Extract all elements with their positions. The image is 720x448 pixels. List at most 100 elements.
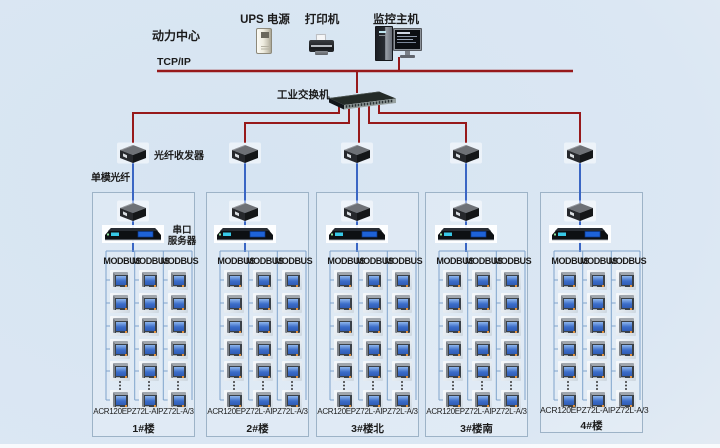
power-meter-icon [391, 293, 412, 313]
ups-label: UPS 电源 [240, 14, 290, 26]
printer-label: 打印机 [304, 14, 340, 26]
power-meter-icon [363, 270, 383, 290]
fiber-transceiver-icon [116, 200, 150, 227]
power-meter-icon [500, 390, 521, 410]
serial-server-label: 串口 服务器 [167, 225, 197, 247]
fiber-transceiver-icon [449, 142, 483, 169]
power-meter-icon [334, 390, 355, 410]
power-meter-icon [391, 361, 412, 381]
ellipsis-more-meters [509, 381, 512, 383]
modbus-bus-label: MODBUS [356, 256, 394, 266]
modbus-bus-label: MODBUS [217, 256, 255, 266]
power-meter-icon [224, 390, 245, 410]
power-meter-icon [472, 270, 492, 290]
ellipsis-more-meters [481, 381, 483, 383]
power-meter-icon [253, 339, 273, 359]
power-meter-icon [167, 316, 188, 336]
ellipsis-more-meters [119, 381, 122, 383]
power-meter-icon [615, 361, 636, 381]
ellipsis-more-meters [624, 381, 627, 383]
power-meter-icon [110, 293, 131, 313]
fiber-transceiver-label: 光纤收发器 [154, 151, 204, 162]
fiber-transceiver-icon [228, 142, 262, 169]
modbus-bus-label: MODBUS [103, 256, 141, 266]
site-label: 动力中心 [152, 29, 201, 43]
power-meter-icon [363, 361, 383, 381]
modbus-bus-label: MODBUS [384, 256, 423, 266]
power-meter-icon [558, 270, 579, 290]
power-meter-icon [615, 339, 636, 359]
ellipsis-more-meters [233, 381, 236, 383]
power-meter-icon [281, 316, 302, 336]
bottom-margin [0, 444, 720, 448]
power-meter-icon [443, 390, 464, 410]
power-meter-icon [334, 270, 355, 290]
power-meter-icon [167, 339, 188, 359]
fiber-transceiver-icon [563, 142, 597, 169]
modbus-bus-label: MODBUS [160, 256, 199, 266]
modbus-bus-label: MODBUS [327, 256, 365, 266]
fiber-transceiver-icon [340, 142, 374, 169]
ellipsis-more-meters [290, 381, 293, 383]
ellipsis-more-meters [400, 381, 403, 383]
power-meter-icon [500, 339, 521, 359]
power-meter-icon [139, 316, 159, 336]
monitor-icon [393, 28, 423, 58]
building-label: 4#楼 [580, 420, 603, 432]
modbus-bus-label: MODBUS [608, 256, 647, 266]
power-meter-icon [587, 390, 607, 410]
power-meter-icon [500, 316, 521, 336]
power-meter-icon [472, 390, 492, 410]
power-meter-icon [253, 390, 273, 410]
power-meter-icon [167, 390, 188, 410]
power-meter-icon [334, 361, 355, 381]
power-meter-icon [391, 316, 412, 336]
power-meter-icon [281, 293, 302, 313]
power-meter-icon [500, 270, 521, 290]
printer-icon [309, 33, 334, 55]
power-meter-icon [363, 316, 383, 336]
fiber-transceiver-icon [563, 200, 597, 227]
modbus-bus-label: MODBUS [493, 256, 532, 266]
power-meter-icon [253, 316, 273, 336]
meter-model-label: ACR120EPZ72L-AIPZ72L-A/3 [426, 407, 527, 416]
serial-server-icon [326, 225, 388, 248]
power-meter-icon [334, 339, 355, 359]
power-meter-icon [587, 270, 607, 290]
power-meter-icon [139, 390, 159, 410]
power-meter-icon [615, 316, 636, 336]
power-meter-icon [391, 339, 412, 359]
meter-model-label: ACR120EPZ72L-AIPZ72L-A/3 [540, 405, 649, 415]
fiber-transceiver-icon [449, 200, 483, 227]
ellipsis-more-meters [372, 381, 374, 383]
serial-server-icon [549, 225, 611, 248]
power-meter-icon [334, 293, 355, 313]
modbus-bus-label: MODBUS [580, 256, 618, 266]
power-meter-icon [281, 390, 302, 410]
serial-server-icon [102, 225, 164, 248]
power-meter-icon [443, 361, 464, 381]
power-meter-icon [391, 270, 412, 290]
power-meter-icon [281, 361, 302, 381]
ellipsis-more-meters [567, 381, 570, 383]
power-meter-icon [253, 361, 273, 381]
power-meter-icon [558, 390, 579, 410]
modbus-bus-label: MODBUS [465, 256, 503, 266]
meter-model-label: ACR120EPZ72L-AIPZ72L-A/3 [93, 407, 194, 416]
building-label: 2#楼 [246, 423, 269, 435]
modbus-bus-label: MODBUS [274, 256, 313, 266]
power-meter-icon [472, 361, 492, 381]
industrial-switch-icon [329, 91, 396, 110]
serial-server-icon [435, 225, 497, 248]
modbus-bus-label: MODBUS [246, 256, 284, 266]
power-meter-icon [443, 270, 464, 290]
ellipsis-more-meters [452, 381, 455, 383]
ellipsis-more-meters [596, 381, 598, 383]
power-meter-icon [500, 361, 521, 381]
power-meter-icon [615, 270, 636, 290]
ellipsis-more-meters [262, 381, 264, 383]
power-meter-icon [443, 316, 464, 336]
power-meter-icon [110, 316, 131, 336]
